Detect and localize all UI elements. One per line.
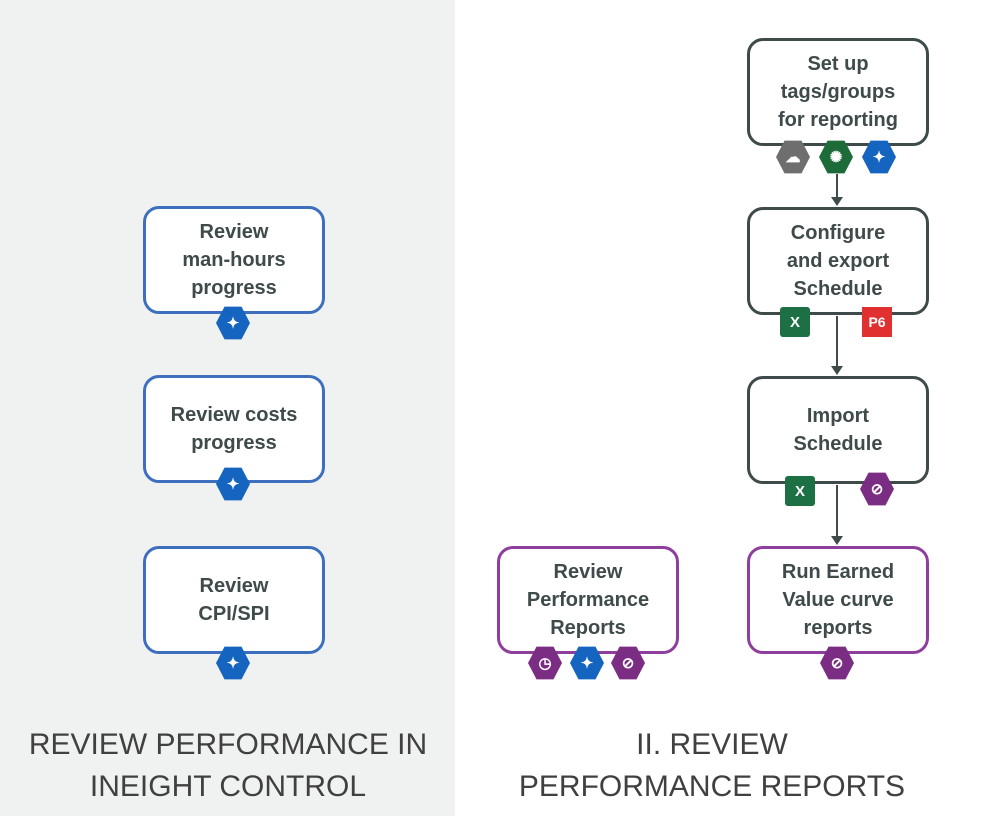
setup-tags-box: Set up tags/groups for reporting [747, 38, 929, 146]
box-text: Review costs progress [170, 404, 298, 454]
import-schedule-box: Import Schedule [747, 376, 929, 484]
report-icon: ⊘ [860, 472, 894, 506]
control-icon: ✦ [862, 140, 896, 174]
excel-icon: X [780, 307, 810, 337]
review-costs-box: Review costs progress [143, 375, 325, 483]
run-earned-value-box: Run Earned Value curve reports [747, 546, 929, 654]
box-text: Run Earned Value curve reports [781, 561, 895, 639]
right-section-title: II. REVIEW PERFORMANCE REPORTS [518, 728, 906, 803]
box-text: Configure and export Schedule [786, 222, 890, 300]
arrow-connector [831, 485, 843, 545]
control-icon: ✦ [216, 306, 250, 340]
review-cpi-spi-box: Review CPI/SPI [143, 546, 325, 654]
control-icon: ✦ [570, 646, 604, 680]
review-performance-reports-box: Review Performance Reports [497, 546, 679, 654]
review-man-hours-box: Review man-hours progress [143, 206, 325, 314]
left-section-title: REVIEW PERFORMANCE IN INEIGHT CONTROL [28, 728, 428, 803]
box-text: Import Schedule [793, 405, 883, 455]
configure-export-box: Configure and export Schedule [747, 207, 929, 315]
box-text: Review Performance Reports [526, 561, 650, 639]
box-text: Review CPI/SPI [198, 575, 270, 625]
p6-icon: P6 [862, 307, 892, 337]
control-icon: ✦ [216, 646, 250, 680]
arrow-connector [831, 174, 843, 206]
arrow-connector [831, 316, 843, 375]
excel-icon: X [785, 476, 815, 506]
control-icon: ✦ [216, 467, 250, 501]
box-text: Review man-hours progress [182, 221, 286, 299]
cloud-icon: ☁ [776, 140, 810, 174]
schedule-clock-icon: ✺ [819, 140, 853, 174]
report-icon: ⊘ [820, 646, 854, 680]
box-text: Set up tags/groups for reporting [778, 53, 898, 131]
report-icon: ⊘ [611, 646, 645, 680]
report-time-icon: ◷ [528, 646, 562, 680]
